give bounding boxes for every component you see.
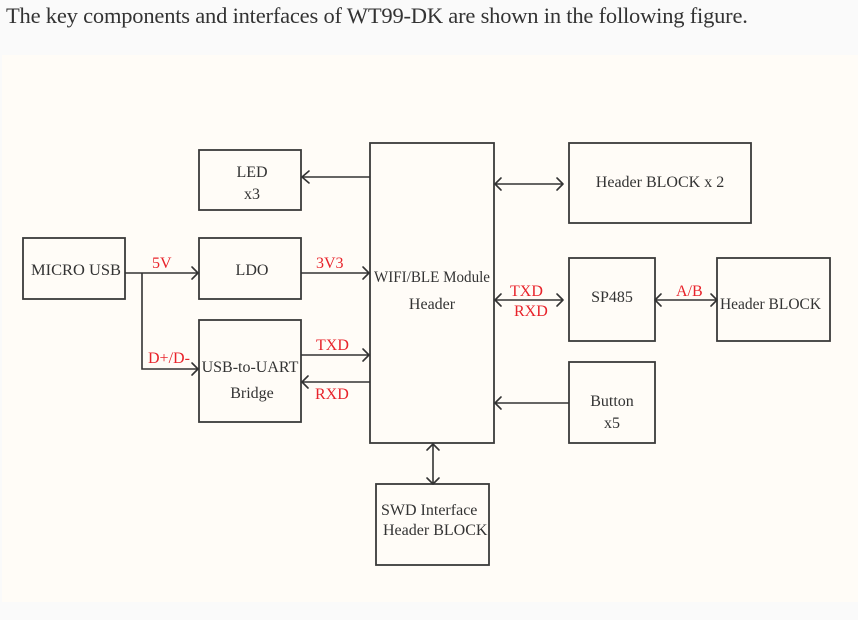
arrowhead-icon — [494, 293, 502, 307]
block-header: Header BLOCK — [716, 257, 831, 342]
conn-module-swd — [426, 443, 440, 485]
signal-uart-txd: TXD — [316, 337, 349, 354]
conn-usb-uart: D+/D- — [141, 273, 199, 376]
signal-dpdm: D+/D- — [148, 350, 190, 367]
block-led-count: x3 — [244, 186, 260, 203]
arrowhead-icon — [494, 177, 502, 191]
block-sp485-label: SP485 — [591, 289, 633, 306]
block-header-label: Header BLOCK — [720, 296, 821, 313]
signal-sp-rxd: RXD — [514, 303, 548, 320]
diagram-svg: LED x3 MICRO USB LDO USB-to-UART Bridge … — [22, 142, 831, 566]
signal-5v: 5V — [152, 255, 172, 272]
arrowhead-icon — [362, 266, 370, 280]
block-usb-uart-label: USB-to-UART — [202, 359, 299, 376]
block-swd-sublabel: Header BLOCK — [383, 522, 488, 539]
conn-module-led — [301, 170, 370, 184]
block-usb-uart-rect — [198, 319, 302, 423]
block-swd-label: SWD Interface — [381, 502, 477, 519]
block-swd: SWD Interface Header BLOCK — [375, 483, 490, 566]
block-micro-usb-label: MICRO USB — [31, 262, 121, 279]
signal-uart-rxd: RXD — [315, 386, 349, 403]
arrowhead-icon — [494, 396, 502, 410]
block-button: Button x5 — [568, 361, 656, 444]
block-usb-uart: USB-to-UART Bridge — [198, 319, 302, 423]
block-module-rect — [369, 142, 495, 444]
block-led-rect — [198, 149, 302, 211]
signal-sp-txd: TXD — [510, 283, 543, 300]
arrowhead-icon — [426, 443, 440, 451]
conn-ldo-module: 3V3 — [301, 255, 370, 280]
arrowhead-icon — [710, 293, 718, 307]
block-sp485: SP485 — [568, 257, 656, 342]
block-micro-usb: MICRO USB — [22, 237, 126, 300]
arrowhead-icon — [556, 177, 564, 191]
conn-button-module — [494, 396, 569, 410]
conn-module-sp485: TXD RXD — [494, 283, 564, 320]
conn-module-header-x2 — [494, 177, 564, 191]
block-ldo-rect — [198, 237, 302, 300]
block-header-x2-rect — [568, 142, 752, 224]
block-button-count: x5 — [604, 415, 620, 432]
arrowhead-icon — [301, 170, 310, 184]
block-module: WIFI/BLE Module Header — [369, 142, 495, 444]
block-module-label: WIFI/BLE Module — [374, 269, 490, 286]
block-diagram: LED x3 MICRO USB LDO USB-to-UART Bridge … — [2, 55, 858, 602]
arrowhead-icon — [301, 375, 309, 389]
block-button-label: Button — [590, 393, 634, 410]
block-led-label: LED — [236, 164, 267, 181]
conn-usb-uart-line — [141, 273, 198, 370]
block-led: LED x3 — [198, 149, 302, 211]
conn-uart-rxd: RXD — [301, 375, 370, 403]
conn-uart-txd: TXD — [301, 337, 370, 362]
caption-text: The key components and interfaces of WT9… — [6, 3, 748, 28]
block-ldo-label: LDO — [236, 262, 269, 279]
conn-usb-ldo: 5V — [125, 255, 199, 280]
arrowhead-icon — [191, 266, 199, 280]
block-header-x2-label: Header BLOCK x 2 — [596, 174, 724, 191]
arrowhead-icon — [362, 348, 370, 362]
block-header-x2: Header BLOCK x 2 — [568, 142, 752, 224]
arrowhead-icon — [654, 293, 662, 307]
block-usb-uart-sublabel: Bridge — [230, 385, 274, 402]
conn-sp485-header: A/B — [654, 283, 718, 307]
block-module-sublabel: Header — [409, 296, 456, 313]
block-ldo: LDO — [198, 237, 302, 300]
arrowhead-icon — [191, 362, 199, 376]
signal-3v3: 3V3 — [316, 255, 344, 272]
arrowhead-icon — [426, 477, 440, 485]
signal-ab: A/B — [676, 283, 703, 300]
block-micro-usb-rect — [22, 237, 126, 300]
arrowhead-icon — [556, 293, 564, 307]
